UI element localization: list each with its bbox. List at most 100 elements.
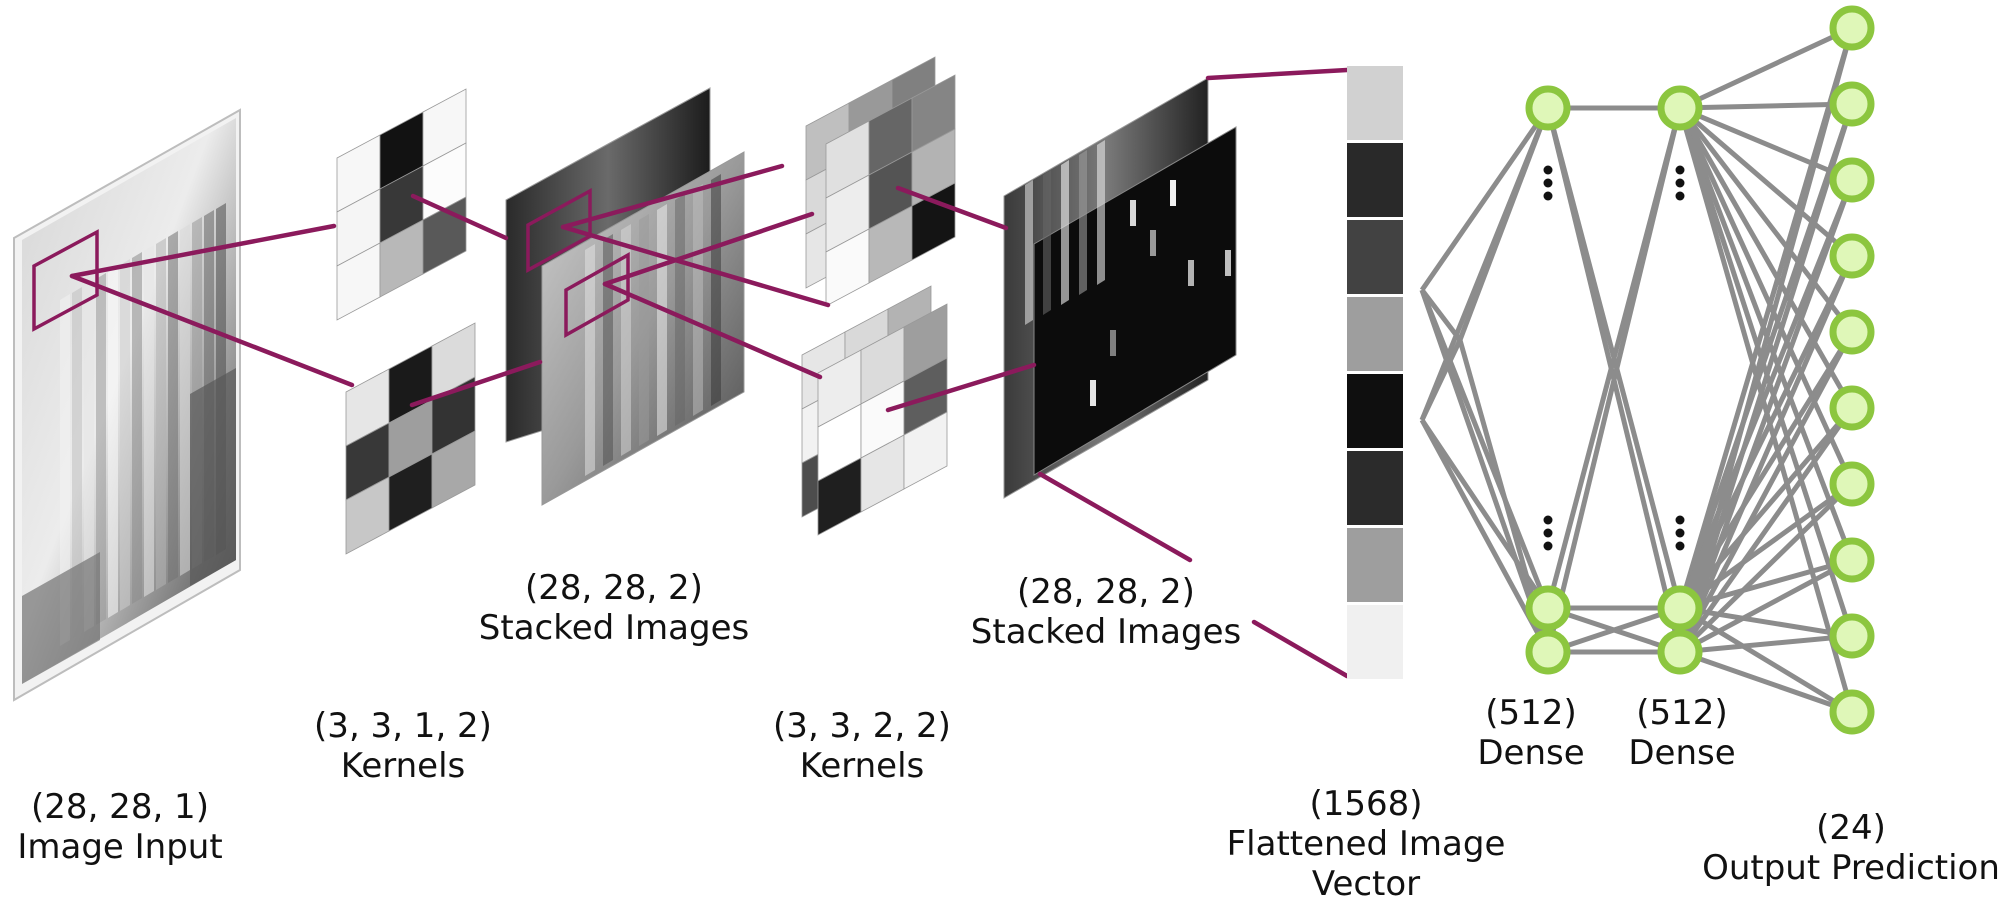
ellipsis-dot (1543, 528, 1553, 538)
input-pixel-column (180, 224, 190, 576)
output-node (1829, 537, 1875, 583)
dense-2-node (1657, 85, 1703, 131)
kernels-2-shape: (3, 3, 2, 2) (773, 706, 951, 746)
stacked-1-stripe (675, 194, 685, 426)
ellipsis-dot (1543, 191, 1553, 201)
network-edge (1678, 557, 1854, 655)
stacked-2-bright-pixel (1225, 250, 1231, 276)
input-pixel-block (22, 552, 100, 684)
flattened-vector-cell (1347, 374, 1403, 448)
flattened-vector-cell (1347, 528, 1403, 602)
dense-2-shape: (512) (1636, 693, 1728, 733)
network-edge (1419, 338, 1463, 422)
input-pixel-column (168, 231, 178, 583)
stacked-2-bright-pixel (1130, 200, 1136, 226)
connector-line (69, 223, 337, 279)
connector-line (409, 359, 543, 408)
ellipsis-dot (1675, 528, 1685, 538)
kernels-1-shape: (3, 3, 1, 2) (314, 706, 492, 746)
connector-lines (32, 67, 1350, 679)
input-pixel-column (144, 245, 154, 597)
ellipsis-dot (1675, 191, 1685, 201)
dense-1-caption: (512) Dense (1477, 693, 1584, 773)
flattened-vector-cell (1347, 66, 1403, 140)
network-edge (1457, 107, 1551, 341)
flattened-vector-cell (1347, 297, 1403, 371)
connector-line (885, 362, 1037, 413)
stacked-2-back-stripe (1097, 140, 1105, 285)
stacked-2-caption: (28, 28, 2) Stacked Images (971, 572, 1241, 652)
network-edge (1677, 106, 1855, 410)
stacked-images-1 (505, 87, 745, 506)
input-pixel-column (120, 259, 130, 611)
output-node (1829, 385, 1875, 431)
kernel-1b-cell (431, 430, 476, 509)
input-pixel-column (96, 273, 106, 625)
input-pixel-column (156, 238, 166, 590)
input-image-texture (22, 203, 236, 684)
kernel-1b (345, 322, 476, 555)
dense-2-name: Dense (1628, 733, 1736, 773)
network-edge (1419, 289, 1551, 653)
kernels-2-name: Kernels (799, 746, 925, 786)
dense-2-node (1657, 585, 1703, 631)
receptive-field-box (526, 188, 592, 273)
network-nodes (1525, 5, 1875, 735)
dense-1-name: Dense (1477, 733, 1585, 773)
output-node (1829, 461, 1875, 507)
dense-1-node (1525, 85, 1571, 131)
dense-1-node (1525, 629, 1571, 675)
flattened-name-2: Vector (1311, 864, 1421, 904)
input-pixel-column (132, 252, 142, 604)
dense-1-shape: (512) (1485, 693, 1577, 733)
flattened-vector (1347, 66, 1403, 679)
output-name: Output Prediction (1702, 848, 2000, 888)
network-edge (1677, 179, 1855, 609)
input-pixel-block (190, 368, 236, 586)
network-edge (1678, 106, 1854, 334)
stacked-2-name: Stacked Images (970, 612, 1242, 652)
image-input-caption: (28, 28, 1) Image Input (17, 787, 222, 867)
stacked-2-back-stripe (1079, 150, 1087, 295)
connector-line (1205, 67, 1350, 81)
stacked-2-back-stripe (1025, 180, 1033, 325)
stacked-2-bright-pixel (1150, 230, 1156, 256)
connector-line (895, 185, 1009, 231)
output-node (1829, 689, 1875, 735)
flattened-vector-cell (1347, 143, 1403, 217)
output-shape: (24) (1816, 808, 1886, 848)
image-input-shape: (28, 28, 1) (31, 787, 209, 827)
network-edge (1678, 25, 1854, 111)
network-edge (1677, 179, 1855, 653)
stacked-2-bright-pixel (1090, 380, 1096, 406)
flattened-caption: (1568) Flattened Image Vector (1227, 784, 1506, 904)
ellipsis-dot (1543, 178, 1553, 188)
stacked-1-stripe (711, 174, 721, 406)
stacked-2-bright-pixel (1170, 180, 1176, 206)
kernel-2a (825, 74, 956, 307)
dense-2-caption: (512) Dense (1628, 693, 1735, 773)
receptive-field-box (564, 252, 630, 338)
flattened-vector-cell (1347, 605, 1403, 679)
connector-line (1251, 619, 1350, 679)
dense-1-node (1525, 585, 1571, 631)
flattened-vector-cell (1347, 220, 1403, 294)
kernel-2b-cell (903, 411, 948, 490)
network-edge (1678, 106, 1854, 258)
kernel-2a-cell (911, 182, 956, 261)
stacked-2-back-stripe (1043, 170, 1051, 315)
network-edge (1677, 255, 1855, 653)
ellipsis-dots (1543, 165, 1685, 551)
network-edge (1677, 330, 1855, 654)
connector-line (1037, 471, 1193, 563)
output-node (1829, 81, 1875, 127)
ellipsis-dot (1543, 541, 1553, 551)
output-node (1829, 233, 1875, 279)
output-node (1829, 613, 1875, 659)
input-pixel-column (72, 287, 82, 639)
network-edge (1679, 633, 1853, 655)
ellipsis-dot (1675, 178, 1685, 188)
network-edge (1420, 288, 1462, 342)
image-input-layer (13, 108, 241, 702)
stacked-1-name: Stacked Images (478, 608, 750, 648)
